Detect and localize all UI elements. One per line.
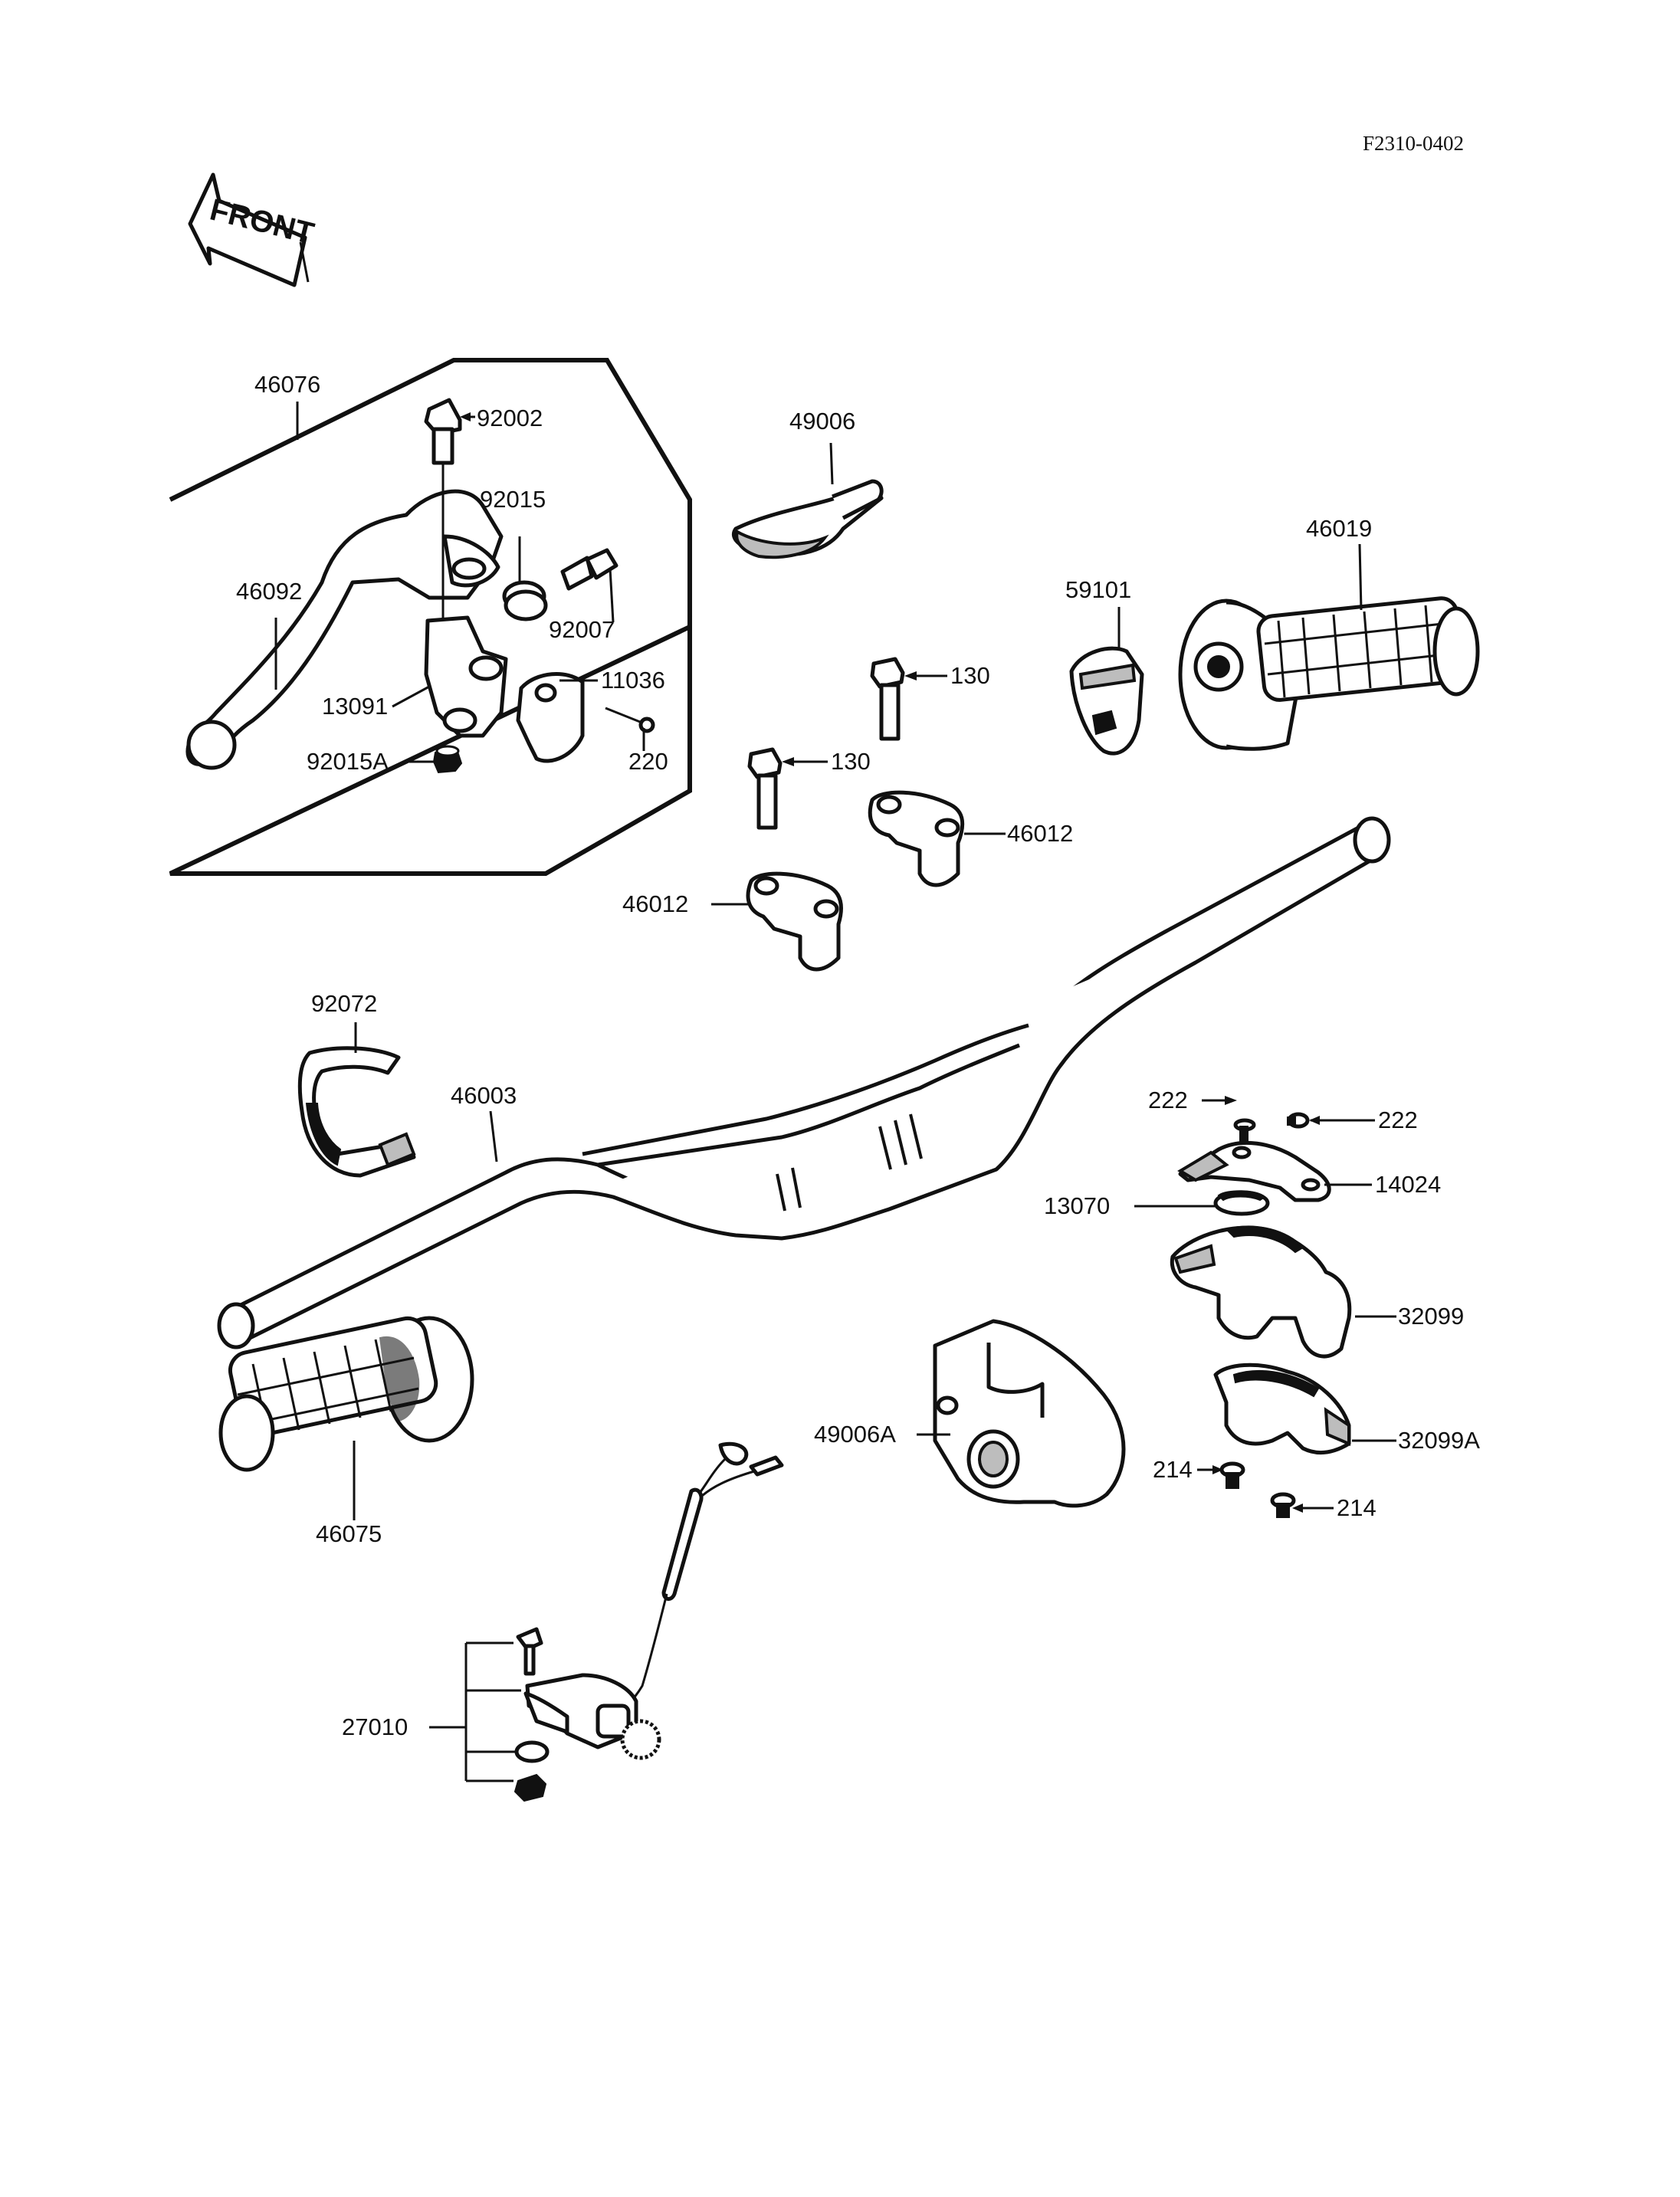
throttle-cam-59101 — [1069, 607, 1144, 756]
label-46075: 46075 — [316, 1520, 382, 1547]
handlebar-46003 — [217, 816, 1391, 1349]
label-32099a: 32099A — [1398, 1427, 1480, 1454]
label-46003: 46003 — [451, 1082, 517, 1109]
reference-code: F2310-0402 — [1363, 132, 1464, 155]
nut-92015a-icon — [432, 745, 463, 774]
label-49006: 49006 — [789, 408, 855, 434]
label-130-lower: 130 — [831, 748, 871, 775]
label-214-right: 214 — [1337, 1494, 1376, 1521]
label-92002: 92002 — [477, 405, 543, 431]
label-59101: 59101 — [1065, 576, 1131, 603]
throttle-housing-32099 — [1170, 1225, 1396, 1359]
front-arrow-icon: FRONT — [188, 172, 317, 287]
cable-band-92072 — [297, 1022, 416, 1178]
label-46019: 46019 — [1306, 515, 1372, 542]
label-92015: 92015 — [480, 486, 546, 513]
label-49006a: 49006A — [814, 1421, 896, 1448]
label-222-left: 222 — [1148, 1087, 1188, 1113]
label-214-left: 214 — [1153, 1456, 1193, 1483]
bracket-27010-leaders — [429, 1641, 521, 1782]
handlebar-holder-46012-lower — [711, 871, 843, 972]
grip-46075 — [218, 1316, 474, 1520]
lever-cover-49006 — [732, 442, 884, 559]
screw-222-right-icon — [1287, 1112, 1375, 1129]
label-11036: 11036 — [601, 667, 665, 694]
label-92007: 92007 — [549, 616, 615, 643]
throttle-cover-14024 — [1177, 1140, 1372, 1202]
nut-92015-icon — [502, 536, 548, 621]
label-46092: 46092 — [236, 578, 302, 605]
label-46012-upper: 46012 — [1007, 820, 1073, 847]
label-46012-lower: 46012 — [622, 890, 688, 917]
screw-220-icon — [605, 707, 655, 751]
ring-13070-icon — [1134, 1190, 1270, 1216]
label-13091: 13091 — [322, 693, 388, 720]
clutch-lever — [185, 489, 504, 770]
label-14024: 14024 — [1375, 1171, 1441, 1198]
lever-assembly-outline — [169, 358, 692, 876]
label-92015a: 92015A — [307, 748, 389, 775]
bolt-92002-icon — [424, 398, 462, 674]
screw-222-left-icon — [1202, 1096, 1256, 1144]
label-32099: 32099 — [1398, 1303, 1464, 1330]
label-13070: 13070 — [1044, 1192, 1110, 1219]
screw-214-left-icon — [1197, 1461, 1245, 1489]
label-27010: 27010 — [342, 1713, 408, 1740]
lever-holder-13091 — [424, 615, 508, 738]
bolt-130-upper-icon — [870, 657, 947, 741]
lever-housing-49006a — [917, 1319, 1126, 1508]
throttle-grip-46019 — [1178, 543, 1480, 751]
throttle-housing-lower-32099a — [1213, 1362, 1396, 1455]
engine-stop-switch-27010 — [514, 1441, 784, 1802]
label-222-right: 222 — [1378, 1107, 1418, 1133]
clamp-11036 — [516, 672, 585, 763]
handlebar-holder-46012-upper — [868, 790, 1006, 887]
bolt-130-lower-icon — [747, 747, 828, 830]
label-46076: 46076 — [254, 371, 320, 398]
label-92072: 92072 — [311, 990, 377, 1017]
screw-214-right-icon — [1270, 1492, 1334, 1518]
label-220: 220 — [628, 748, 668, 775]
label-130-upper: 130 — [950, 662, 990, 689]
adjuster-92007-icon — [560, 548, 619, 623]
